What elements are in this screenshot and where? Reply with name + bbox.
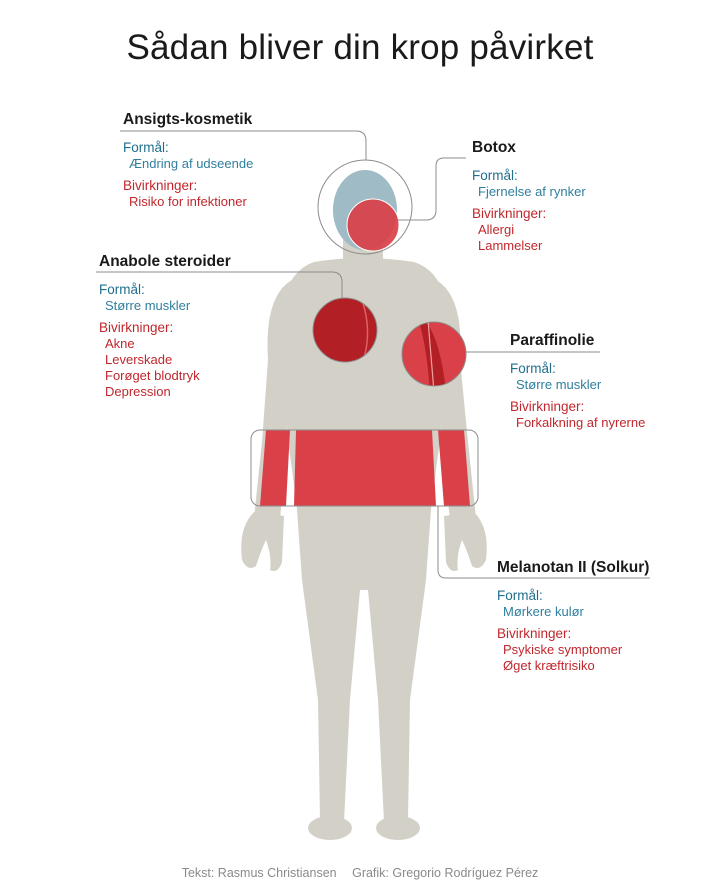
side-effects-label: Bivirkninger: [472, 206, 547, 221]
purpose-item: Mørkere kulør [503, 604, 584, 619]
annotation-cosmetics: Ansigts-kosmetik Formål: Ændring af udse… [123, 111, 253, 210]
side-effect-item: Forøget blodtryk [105, 368, 200, 383]
chest-highlight [312, 297, 378, 363]
side-effect-item: Forkalkning af nyrerne [516, 415, 646, 430]
purpose-label: Formål: [123, 140, 169, 155]
text-credit: Tekst: Rasmus Christiansen [181, 866, 337, 880]
side-effect-item: Psykiske symptomer [503, 642, 623, 657]
purpose-label: Formål: [472, 168, 518, 183]
purpose-label: Formål: [510, 361, 556, 376]
purpose-label: Formål: [99, 282, 145, 297]
annotation-title: Melanotan II (Solkur) [497, 559, 650, 576]
purpose-item: Større muskler [105, 298, 191, 313]
page-title: Sådan bliver din krop påvirket [126, 28, 594, 67]
annotation-steroids: Anabole steroider Formål: Større muskler… [99, 253, 231, 400]
side-effects-label: Bivirkninger: [99, 320, 174, 335]
side-effects-label: Bivirkninger: [510, 399, 585, 414]
annotation-title: Botox [472, 139, 516, 156]
side-effects-label: Bivirkninger: [123, 178, 198, 193]
side-effect-item: Lammelser [478, 238, 543, 253]
graphic-credit: Grafik: Gregorio Rodríguez Pérez [352, 866, 539, 880]
annotation-title: Ansigts-kosmetik [123, 111, 253, 128]
botox-highlight [346, 198, 400, 252]
annotation-title: Paraffinolie [510, 332, 595, 349]
side-effect-item: Depression [105, 384, 171, 399]
annotation-melanotan: Melanotan II (Solkur) Formål: Mørkere ku… [497, 559, 649, 674]
arm-highlight [401, 321, 467, 387]
annotation-paraffin: Paraffinolie Formål: Større muskler Bivi… [510, 332, 645, 431]
side-effects-label: Bivirkninger: [497, 626, 572, 641]
purpose-item: Større muskler [516, 377, 602, 392]
annotation-title: Anabole steroider [99, 253, 231, 270]
leader-lines [96, 130, 650, 579]
midsection-highlight [250, 429, 479, 507]
side-effect-item: Leverskade [105, 352, 173, 367]
credits: Tekst: Rasmus Christiansen Grafik: Grego… [0, 866, 720, 880]
purpose-item: Ændring af udseende [129, 156, 254, 171]
side-effect-item: Akne [105, 336, 135, 351]
annotation-botox: Botox Formål: Fjernelse af rynker Bivirk… [472, 139, 586, 254]
side-effect-item: Øget kræftrisiko [503, 658, 595, 673]
side-effect-item: Allergi [478, 222, 515, 237]
purpose-label: Formål: [497, 588, 543, 603]
side-effect-item: Risiko for infektioner [129, 194, 247, 209]
purpose-item: Fjernelse af rynker [478, 184, 586, 199]
